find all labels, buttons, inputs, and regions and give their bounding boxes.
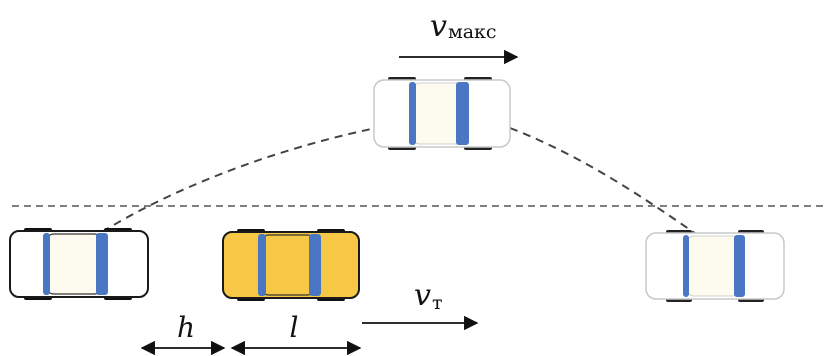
rear-window-stripe	[309, 234, 321, 296]
car-cabin	[45, 233, 103, 295]
rear-window-stripe	[456, 82, 469, 145]
trajectory-out	[101, 127, 377, 233]
v-max-symbol: v	[430, 9, 447, 44]
following-car	[9, 228, 149, 300]
v-max-subscript: макс	[448, 21, 497, 43]
length-label: l	[290, 311, 299, 344]
windshield-stripe	[683, 235, 689, 297]
windshield-stripe	[258, 234, 266, 296]
windshield-stripe	[409, 82, 416, 145]
rear-window-stripe	[734, 235, 745, 297]
car-cabin	[260, 234, 316, 296]
windshield-stripe	[43, 233, 50, 295]
overtaking-car	[373, 77, 511, 150]
rear-window-stripe	[96, 233, 108, 295]
gap-label: h	[177, 311, 195, 344]
v-truck-symbol: v	[414, 278, 431, 313]
v-max-label: vмакс	[430, 9, 497, 44]
merged-car	[645, 230, 785, 302]
v-truck-subscript: т	[432, 292, 443, 314]
truck	[222, 229, 360, 301]
car-cabin	[685, 235, 741, 297]
v-truck-label: vт	[414, 278, 442, 314]
trajectory-in	[509, 127, 697, 235]
